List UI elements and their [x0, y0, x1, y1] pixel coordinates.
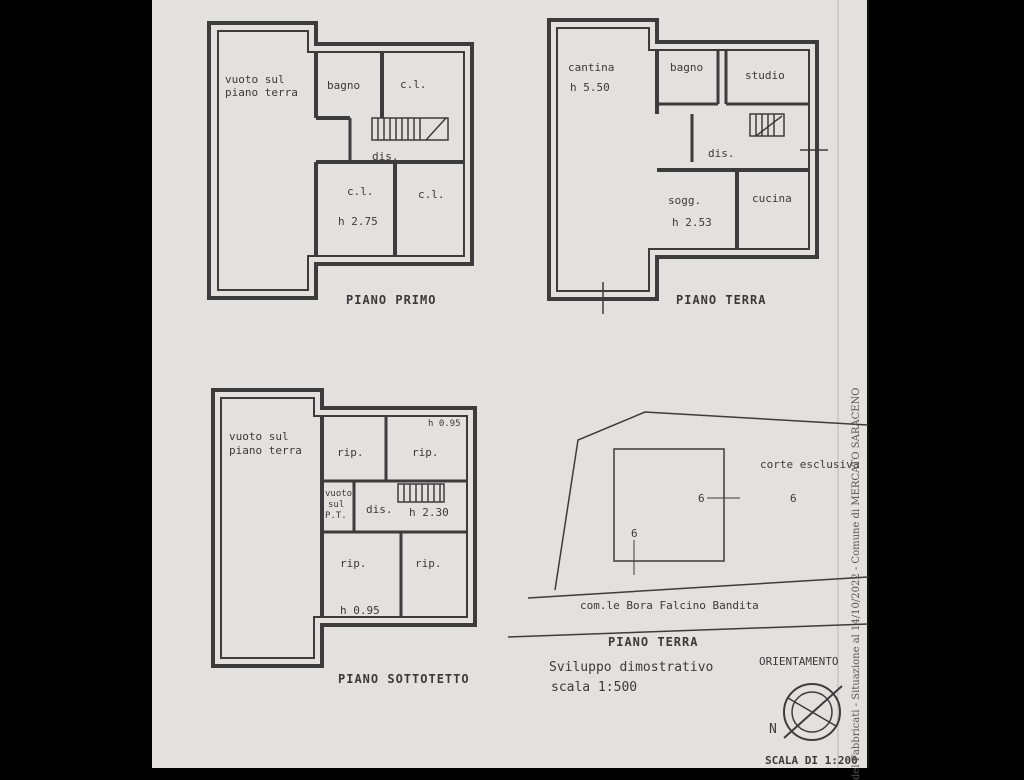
orientamento-label: ORIENTAMENTO [759, 655, 839, 668]
site-corte-label: corte esclusiva [760, 458, 860, 471]
terra-bagno-label: bagno [670, 61, 704, 74]
primo-cl-right-label: c.l. [418, 188, 445, 201]
site-road-label: com.le Bora Falcino Bandita [580, 599, 759, 612]
terra-studio-label: studio [745, 69, 785, 82]
sottotetto-height-top: h 0.95 [428, 419, 461, 429]
sottotetto-height-dis: h 2.30 [409, 506, 449, 519]
sottotetto-rip-3: rip. [340, 557, 367, 570]
sottotetto-rip-1: rip. [337, 446, 364, 459]
sottotetto-vuoto-pt-line2: sul [328, 500, 345, 510]
terra-sogg-height: h 2.53 [672, 216, 712, 229]
sottotetto-height-bottom: h 0.95 [340, 604, 380, 617]
site-scale-label: scala 1:500 [551, 680, 638, 695]
primo-cl-top-label: c.l. [400, 78, 427, 91]
compass-north-label: N [769, 722, 777, 737]
sottotetto-rip-4: rip. [415, 557, 442, 570]
sottotetto-vuoto-pt-line1: vuoto [325, 489, 353, 499]
primo-height-label: h 2.75 [338, 215, 378, 228]
terra-dis-label: dis. [708, 147, 735, 160]
terra-title: PIANO TERRA [676, 293, 767, 307]
drawing-scale-label: SCALA DI 1:200 [765, 754, 858, 767]
sottotetto-vuoto-label-line1: vuoto sul [229, 430, 289, 443]
terra-cucina-label: cucina [752, 192, 792, 205]
site-sviluppo-label: Sviluppo dimostrativo [549, 660, 714, 675]
site-building-number: 6 [698, 492, 705, 505]
primo-cl-left-label: c.l. [347, 185, 374, 198]
sottotetto-rip-2: rip. [412, 446, 439, 459]
site-small-number: 6 [631, 527, 638, 540]
sottotetto-vuoto-pt-line3: P.T. [325, 511, 347, 521]
sottotetto-title: PIANO SOTTOTETTO [338, 672, 470, 686]
primo-vuoto-label-line1: vuoto sul [225, 73, 285, 86]
terra-cantina-label: cantina [568, 61, 615, 74]
site-corte-number: 6 [790, 492, 797, 505]
sottotetto-vuoto-label-line2: piano terra [229, 444, 302, 457]
primo-dis-label: dis. [372, 150, 399, 163]
terra-cantina-height: h 5.50 [570, 81, 610, 94]
primo-bagno-label: bagno [327, 79, 361, 92]
margin-note: del Fabbricati - Situazione al 14/10/202… [851, 387, 862, 780]
primo-vuoto-label-line2: piano terra [225, 86, 298, 99]
site-title: PIANO TERRA [608, 635, 699, 649]
sottotetto-dis-label: dis. [366, 503, 393, 516]
primo-title: PIANO PRIMO [346, 293, 437, 307]
terra-sogg-label: sogg. [668, 194, 702, 207]
